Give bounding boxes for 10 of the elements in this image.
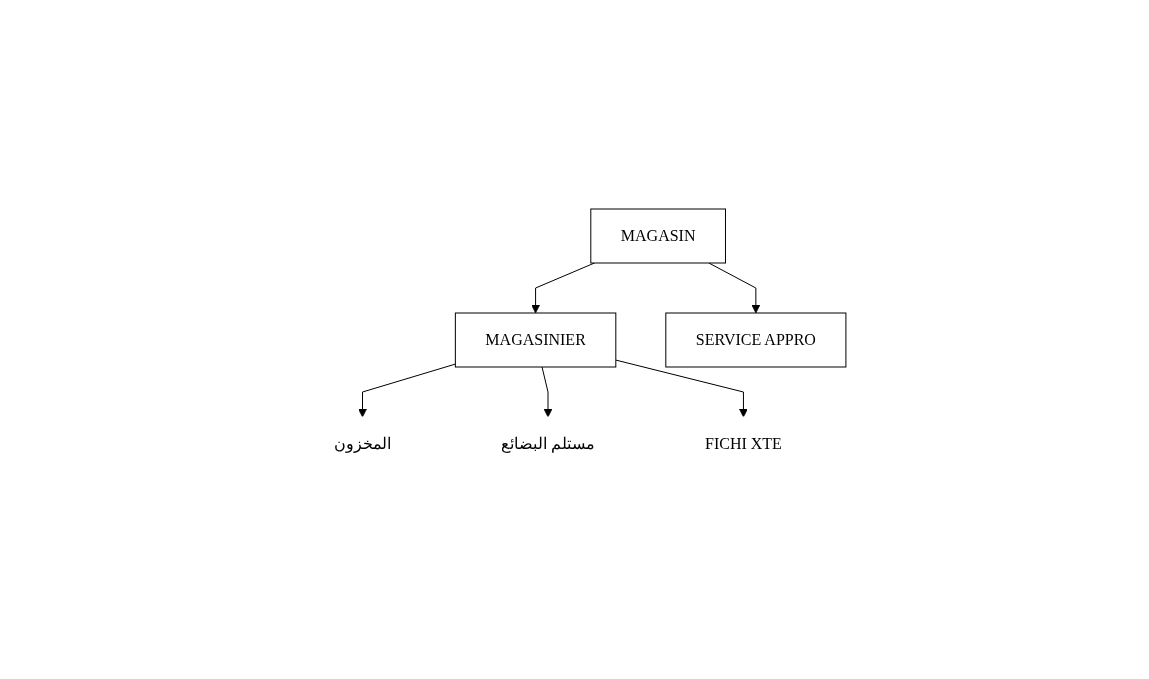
- arrow: [614, 359, 748, 417]
- node-text: المخزون: [333, 434, 391, 452]
- node-text: مستلم البضائع: [500, 434, 595, 452]
- arrow: [357, 363, 456, 417]
- arrow: [541, 366, 552, 417]
- arrow: [530, 262, 595, 313]
- node-box: SERVICE APPRO: [664, 312, 846, 367]
- node-box: MAGASIN: [589, 208, 726, 263]
- node-text: FICHI XTE: [704, 434, 782, 452]
- node-box: MAGASINIER: [454, 312, 616, 367]
